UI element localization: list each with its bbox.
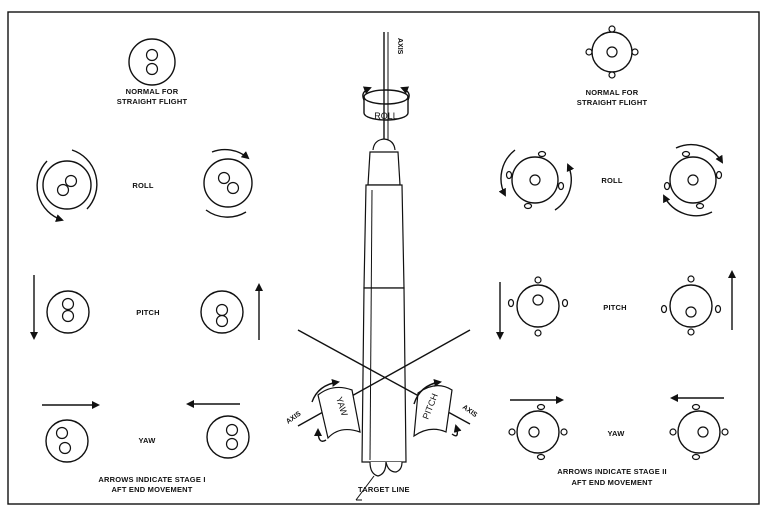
rocket-nose bbox=[372, 138, 396, 151]
target-line bbox=[355, 475, 375, 501]
stage-1-normal-label-1: NORMAL FOR bbox=[126, 87, 179, 96]
stage-1-roll-left-indicator bbox=[36, 149, 98, 222]
stage-1-pitch-right-indicator bbox=[200, 290, 244, 334]
stage-2-roll-label: ROLL bbox=[601, 176, 622, 185]
stage-1-panel: NORMAL FOR STRAIGHT FLIGHT ROLL PITCH bbox=[30, 38, 263, 494]
stage-1-note-line-1: ARROWS INDICATE STAGE I bbox=[98, 475, 205, 484]
stage-2-normal-label-2: STRAIGHT FLIGHT bbox=[577, 98, 648, 107]
stage-1-normal-label-2: STRAIGHT FLIGHT bbox=[117, 97, 188, 106]
stage-1-roll-label: ROLL bbox=[132, 181, 153, 190]
stage-2-roll-left-indicator bbox=[498, 149, 575, 211]
stage-1-pitch-label: PITCH bbox=[136, 308, 160, 317]
target-line-label: TARGET LINE bbox=[358, 485, 410, 494]
pitch-axis-label: AXIS bbox=[461, 404, 479, 419]
stage-2-panel: NORMAL FOR STRAIGHT FLIGHT ROLL bbox=[496, 25, 736, 487]
yaw-band: YAW bbox=[311, 378, 361, 442]
stage-1-yaw-right-indicator bbox=[206, 415, 250, 459]
stage-2-roll-right-indicator bbox=[663, 143, 724, 217]
diagram-frame bbox=[7, 11, 760, 505]
stage-2-note-line-1: ARROWS INDICATE STAGE II bbox=[557, 467, 667, 476]
stage-2-normal-label-1: NORMAL FOR bbox=[586, 88, 639, 97]
roll-axis-label: AXIS bbox=[396, 38, 403, 55]
stage-1-yaw-left-indicator bbox=[45, 419, 89, 463]
rocket-stage-2 bbox=[363, 184, 405, 289]
pitch-band: PITCH bbox=[413, 378, 462, 438]
roll-band: ROLL bbox=[362, 86, 410, 121]
stage-1-roll-right-indicator bbox=[203, 148, 253, 218]
stage-2-pitch-label: PITCH bbox=[603, 303, 627, 312]
stage-2-yaw-label: YAW bbox=[608, 429, 626, 438]
stage-1-note-line-2: AFT END MOVEMENT bbox=[111, 485, 192, 494]
stage-2-pitch-left-indicator bbox=[507, 276, 569, 337]
rocket-stage-1 bbox=[361, 287, 407, 463]
roll-band-label: ROLL bbox=[374, 111, 398, 121]
stage-2-yaw-right-indicator bbox=[669, 403, 729, 461]
stage-1-yaw-label: YAW bbox=[139, 436, 157, 445]
stage-1-pitch-left-indicator bbox=[46, 290, 90, 334]
stage-1-normal-indicator bbox=[128, 38, 176, 86]
rocket-nozzles bbox=[369, 461, 403, 477]
yaw-axis-label: AXIS bbox=[285, 410, 303, 425]
stage-2-pitch-right-indicator bbox=[660, 275, 722, 336]
stage-2-normal-indicator bbox=[585, 25, 639, 79]
rocket-illustration: AXIS ROLL YAW AXIS bbox=[285, 32, 479, 501]
stage-2-note-line-2: AFT END MOVEMENT bbox=[571, 478, 652, 487]
stage-2-yaw-left-indicator bbox=[508, 403, 568, 461]
rocket-upper-stage bbox=[367, 151, 401, 186]
